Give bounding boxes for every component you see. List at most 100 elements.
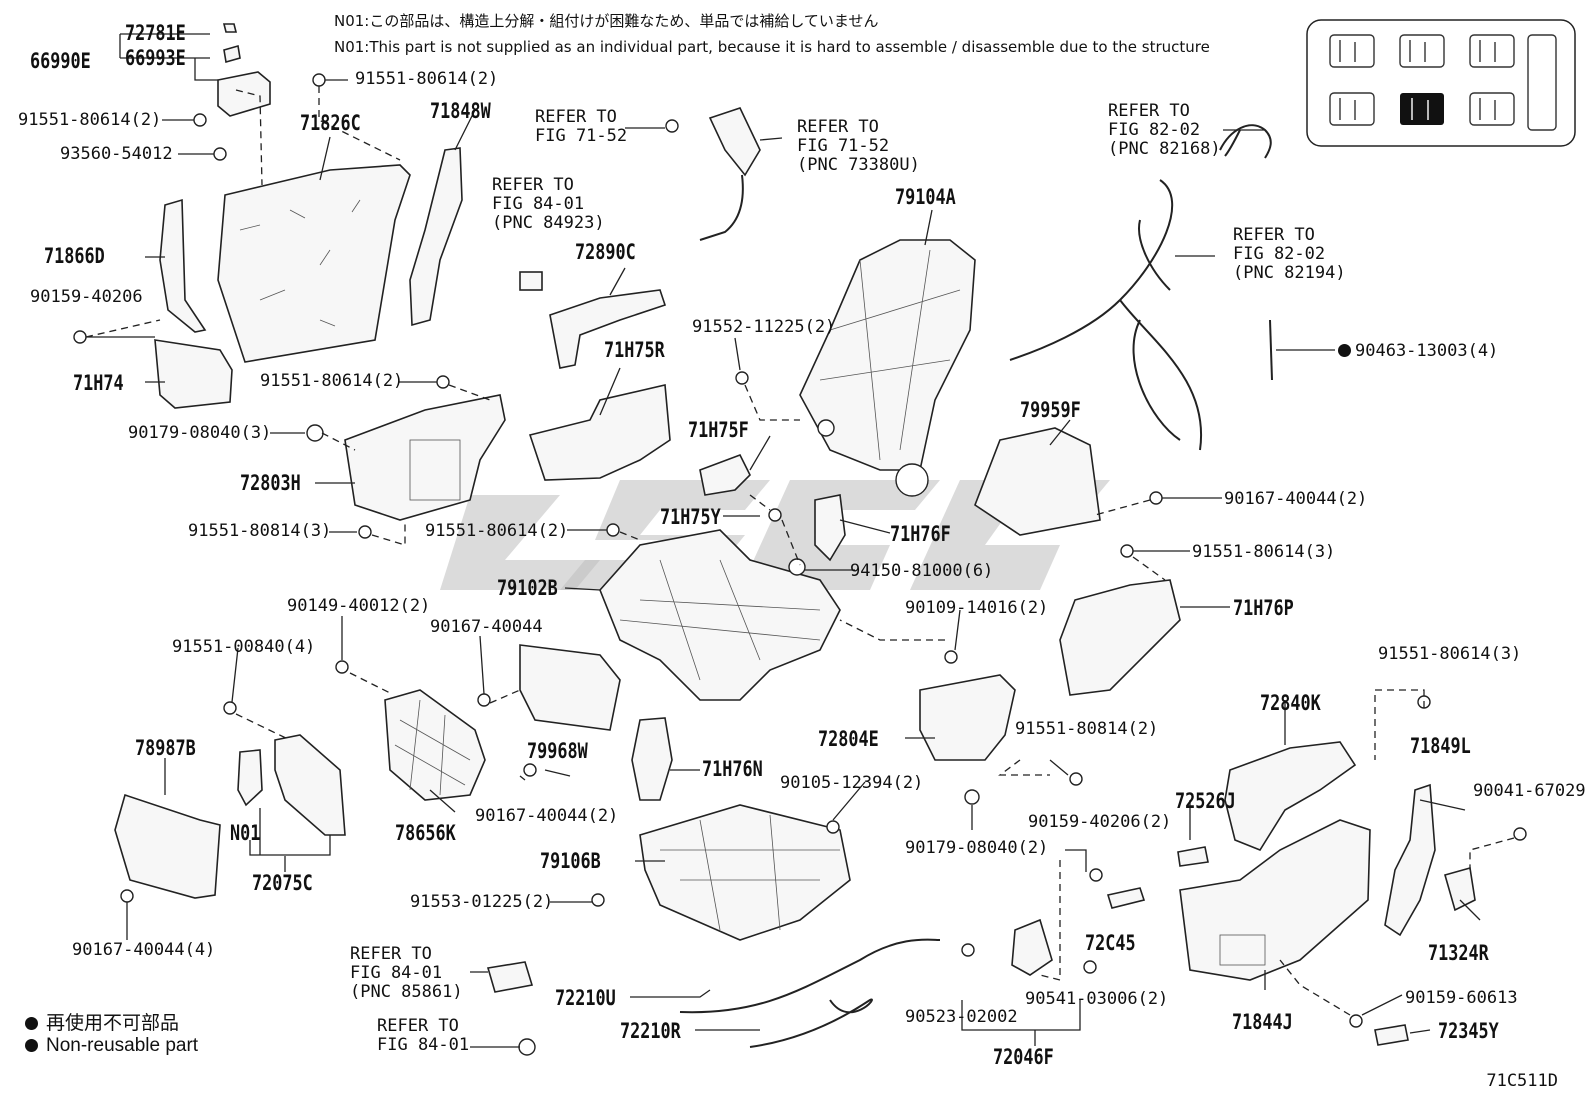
figure-code: 71C511D — [1486, 1071, 1558, 1091]
refer-line: FIG 84-01 — [377, 1035, 470, 1055]
refer-line: FIG 84-01 — [350, 963, 443, 983]
label-90541-03006: 90541-03006(2) — [1025, 989, 1169, 1009]
label-90179-08040-3: 90179-08040(3) — [128, 423, 272, 443]
label-66990E: 66990E — [30, 49, 91, 73]
label-90159-40206: 90159-40206 — [30, 287, 143, 307]
label-91551-80614-top: 91551-80614(2) — [355, 69, 499, 89]
legend-jp: 再使用不可部品 — [25, 1008, 179, 1035]
label-90159-60613: 90159-60613 — [1405, 988, 1518, 1008]
label-79968W: 79968W — [527, 739, 588, 763]
label-71H74: 71H74 — [73, 371, 124, 395]
legend-dot-icon — [25, 1017, 38, 1030]
refer-block-pnc-84923: REFER TO FIG 84-01 (PNC 84923) — [492, 176, 605, 233]
refer-line: FIG 82-02 — [1108, 120, 1201, 140]
label-71H76N: 71H76N — [702, 757, 763, 781]
label-91551-80614-3a: 91551-80614(3) — [1192, 542, 1336, 562]
refer-line: FIG 71-52 — [535, 126, 628, 146]
label-72075C: 72075C — [252, 871, 313, 895]
label-79104A: 79104A — [895, 185, 956, 209]
refer-block-pnc-73380U: REFER TO FIG 71-52 (PNC 73380U) — [797, 118, 920, 175]
refer-line: (PNC 82194) — [1233, 263, 1346, 283]
label-71324R: 71324R — [1428, 941, 1489, 965]
refer-line: (PNC 82168) — [1108, 139, 1221, 159]
refer-line: REFER TO — [377, 1016, 459, 1036]
label-71826C: 71826C — [300, 111, 361, 135]
label-71848W: 71848W — [430, 99, 491, 123]
refer-line: (PNC 85861) — [350, 982, 463, 1002]
legend-dot-icon — [25, 1039, 38, 1052]
legend-en-text: Non-reusable part — [46, 1035, 199, 1056]
label-90167-40044-2r: 90167-40044(2) — [1224, 489, 1368, 509]
label-72781E: 72781E — [125, 21, 186, 45]
refer-block-fig-84-01: REFER TO FIG 84-01 — [377, 1017, 469, 1055]
leader-lines — [85, 33, 1515, 1048]
refer-block-pnc-82168: REFER TO FIG 82-02 (PNC 82168) — [1108, 102, 1221, 159]
label-72840K: 72840K — [1260, 691, 1321, 715]
label-72210R: 72210R — [620, 1019, 681, 1043]
label-90463-13003-text: 90463-13003(4) — [1355, 341, 1499, 361]
note-en: N01:This part is not supplied as an indi… — [334, 38, 1210, 56]
refer-line: REFER TO — [492, 175, 574, 195]
refer-line: FIG 82-02 — [1233, 244, 1326, 264]
refer-line: (PNC 73380U) — [797, 155, 920, 175]
refer-line: (PNC 84923) — [492, 213, 605, 233]
part-shapes — [114, 23, 1476, 1056]
label-91551-80614-c: 91551-80614(2) — [425, 521, 569, 541]
label-90463-13003: 90463-13003(4) — [1338, 342, 1498, 361]
label-91551-80814-2: 91551-80814(2) — [1015, 719, 1159, 739]
label-90149-40012: 90149-40012(2) — [287, 596, 431, 616]
non-reusable-dot-icon — [1338, 344, 1351, 357]
label-71H76F: 71H76F — [890, 522, 951, 546]
refer-block-pnc-82194: REFER TO FIG 82-02 (PNC 82194) — [1233, 226, 1346, 283]
note-jp: N01:この部品は、構造上分解・組付けが困難なため、単品では補給していません — [334, 12, 879, 30]
label-71H75F: 71H75F — [688, 418, 749, 442]
refer-line: REFER TO — [535, 107, 617, 127]
legend-en: Non-reusable part — [25, 1035, 198, 1057]
label-78656K: 78656K — [395, 821, 456, 845]
label-91553-01225: 91553-01225(2) — [410, 892, 554, 912]
refer-line: REFER TO — [797, 117, 879, 137]
label-71H76P: 71H76P — [1233, 596, 1294, 620]
label-90159-40206-2: 90159-40206(2) — [1028, 812, 1172, 832]
refer-line: REFER TO — [350, 944, 432, 964]
label-72345Y: 72345Y — [1438, 1019, 1499, 1043]
label-79959F: 79959F — [1020, 398, 1081, 422]
label-71844J: 71844J — [1232, 1010, 1293, 1034]
label-71849L: 71849L — [1410, 734, 1471, 758]
label-71866D: 71866D — [44, 244, 105, 268]
refer-line: FIG 84-01 — [492, 194, 585, 214]
label-90523-02002: 90523-02002 — [905, 1007, 1018, 1027]
label-90167-40044-4: 90167-40044(4) — [72, 940, 216, 960]
label-91551-80614-3b: 91551-80614(3) — [1378, 644, 1522, 664]
label-90105-12394: 90105-12394(2) — [780, 773, 924, 793]
label-66993E: 66993E — [125, 46, 186, 70]
label-90041-67029: 90041-67029 — [1473, 781, 1586, 801]
refer-line: REFER TO — [1108, 101, 1190, 121]
label-91552-11225: 91552-11225(2) — [692, 317, 836, 337]
label-79102B: 79102B — [497, 576, 558, 600]
label-79106B: 79106B — [540, 849, 601, 873]
label-N01: N01 — [230, 821, 261, 845]
label-72804E: 72804E — [818, 727, 879, 751]
label-91551-80814-3: 91551-80814(3) — [188, 521, 332, 541]
label-90109-14016: 90109-14016(2) — [905, 598, 1049, 618]
refer-line: FIG 71-52 — [797, 136, 890, 156]
refer-block-pnc-85861: REFER TO FIG 84-01 (PNC 85861) — [350, 945, 463, 1002]
label-72210U: 72210U — [555, 986, 616, 1010]
label-94150-81000: 94150-81000(6) — [850, 561, 994, 581]
label-72526J: 72526J — [1175, 789, 1236, 813]
label-71H75Y: 71H75Y — [660, 505, 721, 529]
seat-locator-diagram — [1306, 19, 1576, 147]
label-78987B: 78987B — [135, 736, 196, 760]
fasteners — [73, 73, 1527, 1028]
label-91551-00840: 91551-00840(4) — [172, 637, 316, 657]
label-72890C: 72890C — [575, 240, 636, 264]
refer-block-fig-71-52: REFER TO FIG 71-52 — [535, 108, 627, 146]
label-91551-80614-mid: 91551-80614(2) — [260, 371, 404, 391]
label-72C45: 72C45 — [1085, 931, 1136, 955]
refer-line: REFER TO — [1233, 225, 1315, 245]
label-90179-08040-2: 90179-08040(2) — [905, 838, 1049, 858]
label-72046F: 72046F — [993, 1045, 1054, 1069]
